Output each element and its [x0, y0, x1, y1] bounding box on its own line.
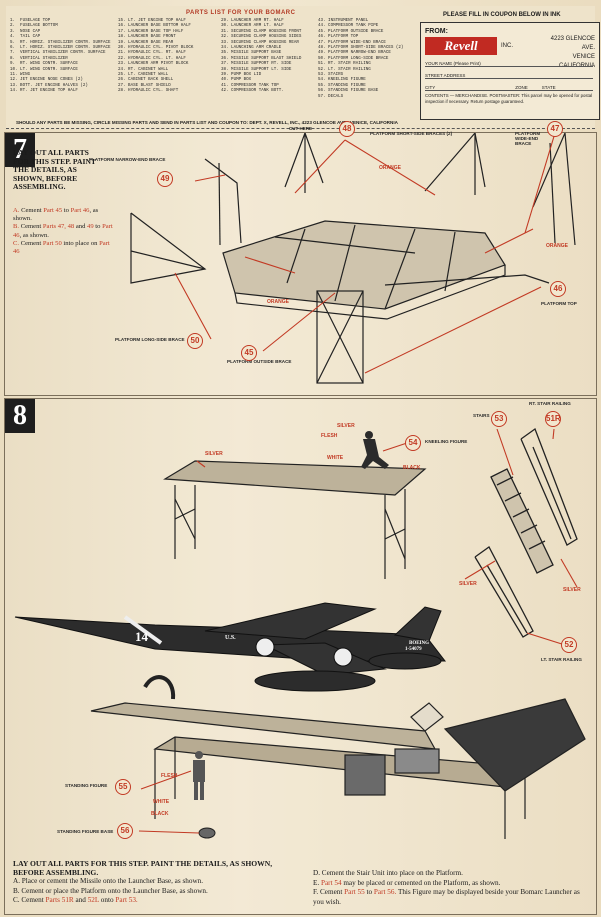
label-short-side-braces: PLATFORM SHORT-SIDE BRACES (2): [370, 131, 453, 136]
step-8-b: B. Cement or place the Platform onto the…: [13, 886, 208, 895]
step-8-number: 8: [5, 399, 35, 433]
parts-col-4: 43. INSTRUMENT PANEL 44. COMPRESSOR TANK…: [318, 19, 404, 99]
callout-46: 46: [550, 281, 566, 297]
logo-inc: INC.: [501, 43, 513, 49]
callout-55: 55: [115, 779, 131, 795]
parts-col-3: 29. LAUNCHER ARM RT. HALF 30. LAUNCHER A…: [221, 19, 302, 94]
name-field[interactable]: YOUR NAME (Please Print): [425, 61, 593, 67]
paint-silver-figure: SILVER: [337, 423, 355, 429]
paint-orange-1: ORANGE: [379, 165, 401, 171]
step-8-instructions-left: A. Place or cement the Missile onto the …: [13, 877, 303, 906]
step-8-heading: LAY OUT ALL PARTS FOR THIS STEP. PAINT T…: [13, 859, 273, 877]
step-7-heading: LAY OUT ALL PARTS FOR THIS STEP. PAINT T…: [13, 148, 96, 192]
step-7-c: C. Cement Part 50 into place on Part 46: [13, 239, 110, 256]
mail-coupon[interactable]: FROM: Revell INC. 4223 GLENCOE AVE.VENIC…: [420, 22, 600, 120]
paint-orange-2: ORANGE: [546, 243, 568, 249]
label-rt-stair-railing: RT. STAIR RAILING: [529, 401, 571, 406]
street-field[interactable]: STREET ADDRESS: [425, 73, 593, 79]
standing-figure-base-shape: [198, 827, 216, 839]
paint-black-figure: BLACK: [403, 465, 421, 471]
callout-54: 54: [405, 435, 421, 451]
revell-logo: Revell: [425, 37, 497, 55]
postal-contents-note: CONTENTS — MERCHANDISE. POSTMASTER: This…: [425, 93, 593, 104]
launcher-exploded-diagram: [14, 427, 586, 839]
coupon-heading: PLEASE FILL IN COUPON BELOW IN INK: [443, 12, 561, 18]
label-lt-stair-railing: LT. STAIR RAILING: [541, 657, 582, 662]
step-7-number: 7: [5, 133, 35, 167]
paint-flesh-figure: FLESH: [321, 433, 338, 439]
label-wide-end-brace: PLATFORM WIDE-END BRACE: [515, 131, 541, 146]
paint-white-standing: WHITE: [153, 799, 170, 805]
paint-orange-3: ORANGE: [267, 299, 289, 305]
callout-49: 49: [157, 171, 173, 187]
callout-53: 53: [491, 411, 507, 427]
label-long-side-brace: PLATFORM LONG-SIDE BRACE: [115, 337, 185, 342]
paint-silver-railing: SILVER: [563, 587, 581, 593]
label-kneeling-figure: KNEELING FIGURE: [425, 439, 468, 444]
parts-list-coupon-area: PARTS LIST FOR YOUR BOMARC 1. FUSELAGE T…: [6, 6, 600, 129]
callout-50: 50: [187, 333, 203, 349]
cut-here-line: CUT HERE: [288, 126, 312, 131]
step-8-e: E. Part 54 may be placed or cemented on …: [313, 878, 501, 887]
missile-us-marking: U.S.: [225, 635, 236, 641]
step-7-a: A. Cement Part 45 to Part 46, as shown.: [13, 207, 99, 223]
callout-51r: 51R: [545, 411, 561, 427]
coupon-from: FROM:: [425, 28, 448, 35]
paint-silver-platform: SILVER: [205, 451, 223, 457]
callout-56: 56: [117, 823, 133, 839]
missile-number-14: 14: [135, 629, 148, 644]
step-8-d: D. Cement the Stair Unit into place on t…: [313, 869, 463, 877]
callout-45: 45: [241, 345, 257, 361]
label-platform-top: PLATFORM TOP: [541, 301, 577, 306]
paint-black-standing: BLACK: [151, 811, 169, 817]
paint-white-figure: WHITE: [327, 455, 344, 461]
label-standing-figure-base: STANDING FIGURE BASE: [57, 829, 114, 834]
step-7-b: B. Cement Parts 47, 48 and 49 to Part 46…: [13, 223, 113, 239]
step-8-a: A. Place or cement the Missile onto the …: [13, 877, 204, 885]
step-8-f: F. Cement Part 55 to Part 56. This Figur…: [313, 888, 580, 906]
platform-exploded-diagram: [130, 133, 576, 384]
parts-list-title: PARTS LIST FOR YOUR BOMARC: [186, 10, 296, 16]
callout-52: 52: [561, 637, 577, 653]
missing-parts-note: SHOULD ANY PARTS BE MISSING, CIRCLE MISS…: [16, 120, 398, 125]
parts-col-1: 1. FUSELAGE TOP 2. FUSELAGE BOTTOM 3. NO…: [10, 19, 111, 94]
label-outside-brace: PLATFORM OUTSIDE BRACE: [227, 359, 292, 364]
step-7-panel: 7 LAY OUT ALL PARTS FOR THIS STEP. PAINT…: [4, 121, 597, 396]
step-8-panel: 8: [4, 398, 597, 915]
missile-boeing-marking: BOEING: [409, 641, 430, 646]
callout-48: 48: [339, 121, 355, 137]
label-stairs: STAIRS: [473, 413, 490, 418]
step-7-instructions: A. Cement Part 45 to Part 46, as shown. …: [13, 207, 113, 256]
missile-serial: 1-54079: [405, 647, 422, 652]
paint-silver-stairs: SILVER: [459, 581, 477, 587]
step-8-c: C. Cement Parts 51R and 52L onto Part 53…: [13, 896, 138, 904]
parts-col-2: 15. LT. JET ENGINE TOP HALF 16. LAUNCHER…: [118, 19, 194, 94]
label-standing-figure: STANDING FIGURE: [65, 783, 108, 788]
step-8-instructions-right: D. Cement the Stair Unit into place on t…: [313, 869, 591, 907]
label-narrow-end-brace: PLATFORM NARROW-END BRACE: [89, 157, 166, 162]
paint-flesh-standing: FLESH: [161, 773, 178, 779]
callout-47: 47: [547, 121, 563, 137]
